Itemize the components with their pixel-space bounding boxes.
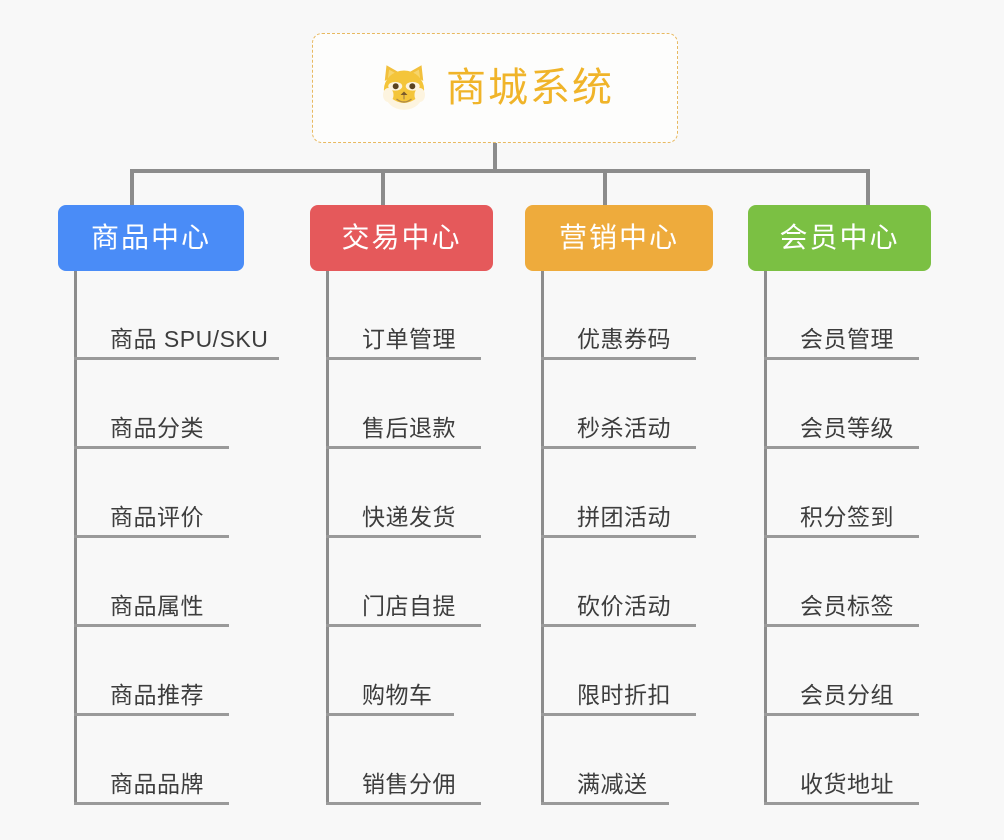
root-title: 商城系统: [446, 66, 614, 110]
leaf-underline: [326, 357, 481, 360]
leaf-label: 积分签到: [800, 503, 894, 530]
category-box-1[interactable]: 商品中心: [58, 205, 244, 271]
leaf-label: 销售分佣: [362, 770, 456, 797]
category-box-2[interactable]: 交易中心: [310, 205, 493, 271]
leaf-label: 商品属性: [110, 592, 204, 619]
leaf-label: 限时折扣: [577, 681, 671, 708]
list-item[interactable]: 售后退款: [326, 360, 481, 449]
leaf-label: 收货地址: [800, 770, 894, 797]
leaf-label: 优惠券码: [577, 325, 671, 352]
leaf-trunk-2: [326, 271, 329, 805]
leaf-label: 门店自提: [362, 592, 456, 619]
leaf-underline: [764, 713, 919, 716]
leaf-label: 商品评价: [110, 503, 204, 530]
leaf-underline: [326, 446, 481, 449]
leaf-underline: [541, 535, 696, 538]
list-item[interactable]: 拼团活动: [541, 449, 696, 538]
connector-drop-3: [603, 169, 607, 207]
leaf-underline: [541, 357, 696, 360]
leaf-label: 会员等级: [800, 414, 894, 441]
leaf-trunk-1: [74, 271, 77, 805]
leaf-underline: [74, 446, 229, 449]
leaf-underline: [541, 802, 669, 805]
leaf-underline: [326, 713, 454, 716]
root-node[interactable]: 商城系统: [312, 33, 678, 143]
leaf-underline: [326, 624, 481, 627]
shiba-dog-emoji: [383, 65, 425, 110]
leaf-underline: [326, 535, 481, 538]
leaf-label: 秒杀活动: [577, 414, 671, 441]
leaf-underline: [764, 446, 919, 449]
category-label-3: 营销中心: [558, 222, 679, 253]
category-box-3[interactable]: 营销中心: [525, 205, 713, 271]
leaf-label: 购物车: [362, 681, 433, 708]
category-label-1: 商品中心: [90, 222, 211, 253]
leaf-underline: [764, 357, 919, 360]
list-item[interactable]: 限时折扣: [541, 627, 696, 716]
connector-drop-4: [866, 169, 870, 207]
list-item[interactable]: 商品属性: [74, 538, 229, 627]
list-item[interactable]: 商品评价: [74, 449, 229, 538]
leaf-label: 订单管理: [362, 325, 456, 352]
leaf-underline: [74, 357, 279, 360]
list-item[interactable]: 商品分类: [74, 360, 229, 449]
leaf-label: 满减送: [577, 770, 648, 797]
leaf-label: 商品分类: [110, 414, 204, 441]
list-item[interactable]: 销售分佣: [326, 716, 481, 805]
leaf-label: 快递发货: [362, 503, 456, 530]
connector-drop-1: [130, 169, 134, 207]
category-label-2: 交易中心: [341, 222, 462, 253]
leaf-label: 会员标签: [800, 592, 894, 619]
leaf-label: 商品推荐: [110, 681, 204, 708]
list-item[interactable]: 购物车: [326, 627, 454, 716]
leaf-underline: [326, 802, 481, 805]
list-item[interactable]: 商品推荐: [74, 627, 229, 716]
leaf-underline: [74, 535, 229, 538]
list-item[interactable]: 会员等级: [764, 360, 919, 449]
list-item[interactable]: 会员管理: [764, 271, 919, 360]
leaf-underline: [74, 802, 229, 805]
leaf-label: 砍价活动: [577, 592, 671, 619]
connector-root-stem: [493, 143, 497, 171]
leaf-underline: [74, 624, 229, 627]
leaf-label: 商品品牌: [110, 770, 204, 797]
leaf-underline: [541, 713, 696, 716]
leaf-underline: [541, 624, 696, 627]
connector-drop-2: [381, 169, 385, 207]
list-item[interactable]: 快递发货: [326, 449, 481, 538]
leaf-trunk-3: [541, 271, 544, 805]
leaf-label: 售后退款: [362, 414, 456, 441]
leaf-underline: [764, 802, 919, 805]
list-item[interactable]: 砍价活动: [541, 538, 696, 627]
leaf-label: 会员管理: [800, 325, 894, 352]
list-item[interactable]: 积分签到: [764, 449, 919, 538]
category-box-4[interactable]: 会员中心: [748, 205, 931, 271]
leaf-underline: [541, 446, 696, 449]
leaf-label: 拼团活动: [577, 503, 671, 530]
leaf-underline: [74, 713, 229, 716]
list-item[interactable]: 会员标签: [764, 538, 919, 627]
list-item[interactable]: 收货地址: [764, 716, 919, 805]
leaf-underline: [764, 535, 919, 538]
list-item[interactable]: 会员分组: [764, 627, 919, 716]
list-item[interactable]: 秒杀活动: [541, 360, 696, 449]
category-label-4: 会员中心: [779, 222, 900, 253]
leaf-trunk-4: [764, 271, 767, 805]
list-item[interactable]: 优惠券码: [541, 271, 696, 360]
list-item[interactable]: 订单管理: [326, 271, 481, 360]
leaf-label: 商品 SPU/SKU: [110, 325, 269, 352]
leaf-label: 会员分组: [800, 681, 894, 708]
list-item[interactable]: 满减送: [541, 716, 669, 805]
list-item[interactable]: 商品品牌: [74, 716, 229, 805]
list-item[interactable]: 门店自提: [326, 538, 481, 627]
list-item[interactable]: 商品 SPU/SKU: [74, 271, 279, 360]
leaf-underline: [764, 624, 919, 627]
connector-horizontal-bus: [130, 169, 870, 173]
